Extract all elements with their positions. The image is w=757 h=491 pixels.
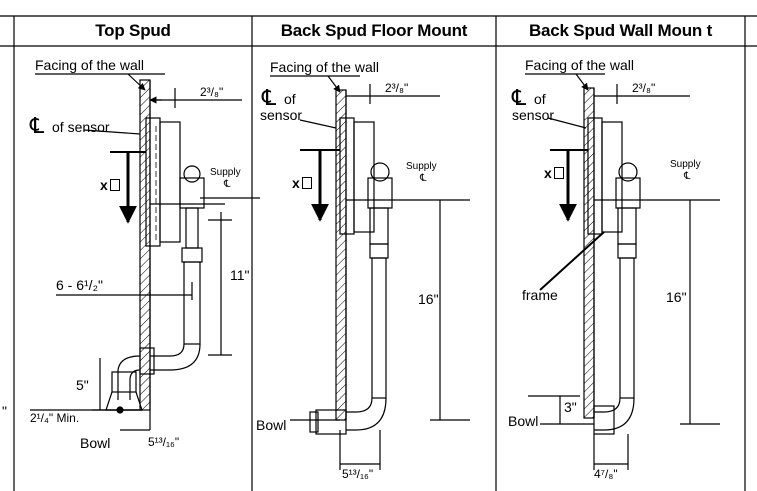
panel2-drawing — [270, 75, 470, 470]
p3-frame-label: frame — [522, 287, 558, 303]
p3-x-label: x — [544, 166, 564, 180]
p1-supply-cl: ℄ — [224, 179, 231, 190]
p1-dim-6: 6 - 6¹/₂" — [56, 277, 103, 293]
p2-offset-dim: 2³/₈" — [385, 81, 409, 95]
p2-sensor-label: sensor — [260, 107, 303, 123]
p1-supply-label: Supply — [210, 167, 241, 178]
edge-mark: " — [2, 403, 7, 419]
p3-supply-cl: ℄ — [684, 171, 691, 182]
p3-offset-dim: 2³/₈" — [632, 81, 656, 95]
p3-dim-bottom: 4⁷/₈" — [594, 467, 618, 481]
header-floor-mount: Back Spud Floor Mount — [280, 21, 468, 40]
p1-dim-5: 5" — [76, 377, 89, 393]
p1-dim-11: 11" — [230, 267, 250, 283]
p2-facing-label: Facing of the wall — [270, 59, 379, 75]
p1-x-label: x — [100, 178, 120, 192]
p2-x-label: x — [292, 176, 312, 190]
panel1-drawing — [30, 73, 260, 431]
p2-supply-label: Supply — [406, 161, 437, 172]
header-top-spud: Top Spud — [95, 21, 171, 40]
panel3-drawing — [525, 73, 720, 470]
header-wall-mount: Back Spud Wall Moun t — [528, 21, 713, 40]
p3-centerline-symbol: ℄ — [512, 86, 527, 111]
p1-dim-min: 2¹/₄" Min. — [30, 411, 80, 425]
p3-dim-3: 3" — [564, 399, 577, 415]
table-grid — [0, 15, 757, 491]
p2-dim-16: 16" — [418, 291, 439, 307]
p3-dim-16: 16" — [666, 289, 687, 305]
p2-bowl-label: Bowl — [256, 417, 287, 433]
p1-bowl-label: Bowl — [80, 435, 111, 451]
p1-offset-dim: 2³/₈" — [200, 85, 224, 99]
p1-facing-label: Facing of the wall — [35, 57, 144, 73]
p1-centerline-symbol: ℄ — [30, 114, 45, 139]
p2-of-label: of — [284, 91, 296, 107]
p2-dim-bottom: 5¹³/₁₆" — [342, 467, 374, 481]
p3-of-label: of — [534, 91, 546, 107]
p3-facing-label: Facing of the wall — [525, 57, 634, 73]
p1-dim-bottom: 5¹³/₁₆" — [148, 435, 180, 449]
p1-sensor-label: of sensor — [52, 119, 110, 135]
p2-centerline-symbol: ℄ — [262, 86, 277, 111]
p3-supply-label: Supply — [670, 159, 701, 170]
p2-supply-cl: ℄ — [420, 173, 427, 184]
p3-sensor-label: sensor — [512, 107, 555, 123]
p3-bowl-label: Bowl — [508, 413, 539, 429]
